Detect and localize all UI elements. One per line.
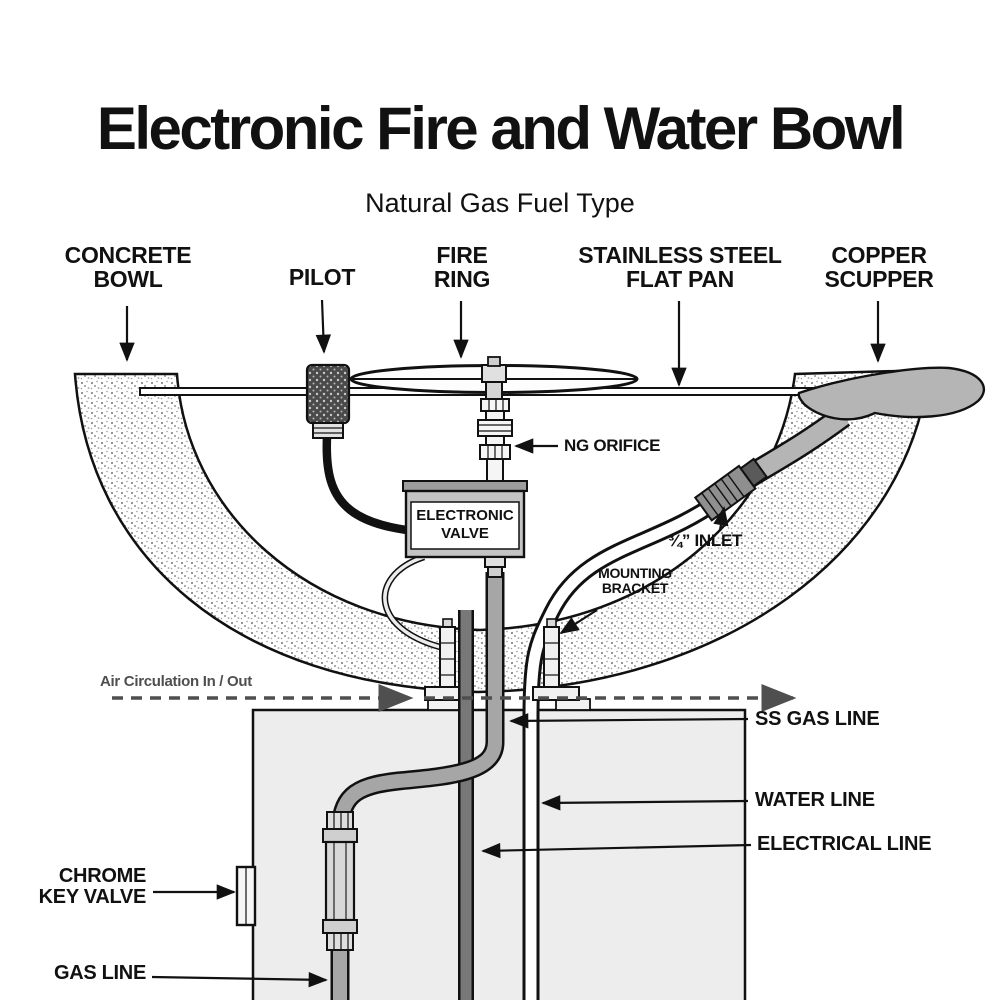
- label-fire-ring-line2: RING: [433, 265, 491, 292]
- label-concrete-bowl: CONCRETE BOWL: [40, 242, 216, 292]
- label-copper-scupper-line1: COPPER: [831, 242, 927, 268]
- arrow-inlet: [713, 506, 729, 531]
- callout-arrows: [119, 299, 886, 988]
- label-inlet: ¾” INLET: [668, 531, 743, 550]
- arrow-electrical-line: [481, 842, 752, 859]
- label-concrete-bowl-line1: CONCRETE: [64, 242, 192, 268]
- mounting-bracket-shape: [424, 618, 580, 701]
- label-copper-scupper: COPPER SCUPPER: [794, 242, 964, 292]
- label-pilot: PILOT: [288, 264, 356, 290]
- label-fire-ring-line1: FIRE: [436, 242, 488, 268]
- page-subtitle: Natural Gas Fuel Type: [365, 188, 635, 218]
- ng-orifice-fittings: [477, 398, 513, 484]
- arrow-water-line: [541, 795, 749, 811]
- arrow-mounting-bracket: [559, 609, 598, 635]
- label-flat-pan-line1: STAINLESS STEEL: [578, 242, 782, 268]
- label-flat-pan-line2: FLAT PAN: [626, 265, 734, 292]
- label-ng-orifice: NG ORIFICE: [564, 436, 661, 455]
- label-flat-pan: STAINLESS STEEL FLAT PAN: [558, 242, 802, 292]
- gas-line-pipe: [330, 572, 505, 1000]
- water-line-pipe: [522, 491, 728, 1000]
- label-water-line: WATER LINE: [755, 789, 875, 811]
- inlet-fitting: [693, 457, 768, 522]
- pilot-supply-tube: [381, 553, 454, 654]
- label-copper-scupper-line2: SCUPPER: [824, 265, 934, 292]
- label-chrome-key-valve: CHROME KEY VALVE: [22, 865, 147, 908]
- chrome-key-valve-shape: [235, 811, 358, 951]
- arrow-pilot: [315, 299, 332, 354]
- label-mounting-bracket: MOUNTING BRACKET: [570, 566, 700, 595]
- label-chrome-key-valve-line1: CHROME: [58, 865, 146, 887]
- label-chrome-key-valve-line2: KEY VALVE: [38, 885, 147, 908]
- page-title: Electronic Fire and Water Bowl: [96, 95, 906, 162]
- label-electronic-valve-line1: ELECTRONIC: [416, 507, 514, 524]
- label-air-circulation: Air Circulation In / Out: [100, 673, 252, 690]
- label-mounting-bracket-line2: BRACKET: [601, 579, 669, 596]
- arrow-ss-gas-line: [509, 713, 749, 729]
- arrow-gas-line: [151, 972, 328, 988]
- label-gas-line: GAS LINE: [53, 962, 146, 984]
- label-concrete-bowl-line2: BOWL: [93, 265, 163, 292]
- pilot-burner: [305, 363, 351, 439]
- fire-ring-shape: [349, 356, 639, 401]
- label-electronic-valve: ELECTRONIC VALVE: [411, 507, 519, 543]
- label-electrical-line: ELECTRICAL LINE: [757, 833, 932, 855]
- electronic-valve-shape: [402, 480, 528, 578]
- label-fire-ring: FIRE RING: [412, 242, 512, 292]
- label-electronic-valve-line2: VALVE: [441, 525, 489, 542]
- label-ss-gas-line: SS GAS LINE: [755, 708, 880, 730]
- label-mounting-bracket-line1: MOUNTING: [598, 565, 672, 581]
